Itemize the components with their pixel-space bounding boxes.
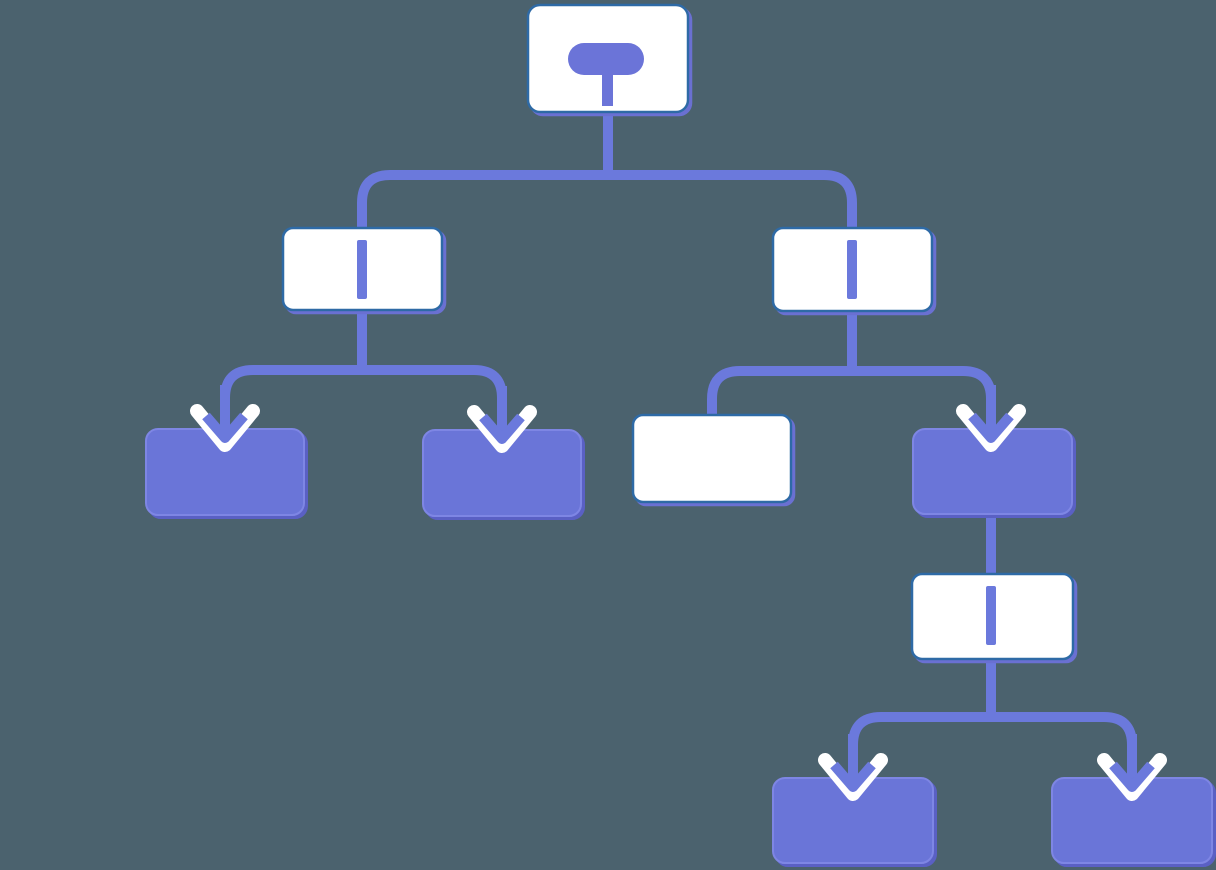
pass-through-bar	[357, 240, 367, 299]
arrow-leaf-left-2	[467, 386, 537, 453]
arrowhead-chevron	[968, 412, 1014, 443]
arrowhead-layer	[190, 385, 1167, 801]
start-pill-shape	[568, 43, 644, 75]
flow-node-child-plain-white[interactable]	[631, 413, 793, 504]
start-pill-stem	[602, 72, 613, 106]
arrow-target-mid	[956, 385, 1026, 452]
arrowhead-chevron	[830, 761, 876, 792]
arrow-leaf-bottom-2	[1097, 734, 1167, 801]
pass-through-bar	[847, 240, 857, 299]
arrowhead-chevron	[1109, 761, 1155, 792]
node-layer	[145, 3, 1213, 864]
connector-bottom-split	[848, 712, 1137, 786]
arrow-leaf-left-1	[190, 385, 260, 452]
arrowhead-chevron	[479, 413, 525, 444]
arrow-leaf-bottom-1	[818, 734, 888, 801]
connector-top-split	[357, 170, 857, 228]
arrowhead-chevron	[202, 412, 248, 443]
pass-through-bar	[986, 586, 996, 645]
node-decoration-layer	[357, 43, 996, 645]
